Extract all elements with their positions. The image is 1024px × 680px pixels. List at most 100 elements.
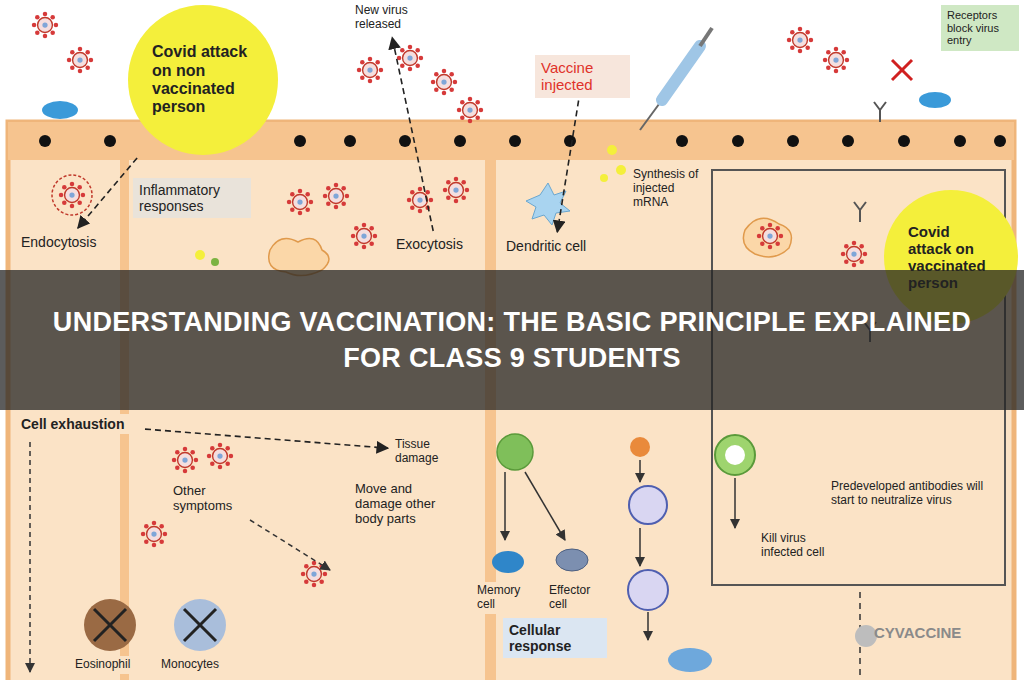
membrane-dot <box>732 135 744 147</box>
cross-mark <box>94 609 126 641</box>
watermark-text: CYVACCINE <box>874 624 961 641</box>
arrow <box>639 528 641 566</box>
arrow <box>504 472 506 540</box>
process-label: Predeveloped antibodies will start to ne… <box>828 478 1000 510</box>
node-text: Vaccine injected <box>541 59 624 94</box>
macrophage <box>743 218 791 257</box>
t-cell <box>629 486 667 524</box>
node-text: Endocytosis <box>21 234 111 250</box>
virus <box>141 521 167 547</box>
cross-mark <box>184 609 216 641</box>
connector-arrow <box>145 429 388 448</box>
cross-mark <box>94 609 126 641</box>
process-label: Cell exhaustion <box>18 414 142 434</box>
membrane-dot <box>842 135 854 147</box>
membrane-dot <box>399 135 411 147</box>
response-box: Cellular response <box>503 618 607 658</box>
cell-label: Eosinophil <box>72 656 152 674</box>
process-label: Other symptoms <box>170 482 252 516</box>
node-text: New virus released <box>355 4 421 32</box>
connector-arrow <box>392 38 433 231</box>
virus <box>787 27 813 53</box>
membrane-dot <box>994 135 1006 147</box>
killer-cell-core <box>725 445 745 465</box>
virus <box>757 223 783 249</box>
antibody <box>854 202 866 222</box>
cell-label: Monocytes <box>158 656 242 674</box>
process-label: Tissue damage <box>392 436 476 468</box>
antigen-cell <box>630 437 650 457</box>
cross-mark <box>184 609 216 641</box>
arrow <box>647 612 649 640</box>
virus <box>357 57 383 83</box>
mrna-particle <box>616 165 626 175</box>
node-text: Predeveloped antibodies will start to ne… <box>831 480 997 508</box>
node-text: Cellular response <box>509 622 601 654</box>
node-text: Synthesis of injected mRNA <box>633 168 707 209</box>
blocked-entry <box>892 60 951 108</box>
virus <box>301 561 327 587</box>
mrna-particle <box>600 174 608 182</box>
membrane-dot <box>898 135 910 147</box>
virus <box>207 443 233 469</box>
membrane-dot <box>509 135 521 147</box>
connector-arrow <box>557 101 578 233</box>
virus <box>823 47 849 73</box>
node-text: Dendritic cell <box>506 238 604 254</box>
process-label: Endocytosis <box>18 232 114 252</box>
syringe-barrel <box>662 46 700 100</box>
virus <box>59 182 85 208</box>
cell-label: Memory cell <box>474 582 540 614</box>
virus <box>457 97 483 123</box>
dashed-arrow <box>250 520 330 570</box>
cytokine <box>211 258 219 266</box>
node-text: Cell exhaustion <box>21 416 139 432</box>
block-cross <box>892 60 912 80</box>
arrow <box>734 478 736 528</box>
membrane-dot <box>676 135 688 147</box>
node-text: Inflammatory responses <box>139 182 245 214</box>
syringe <box>640 28 712 130</box>
membrane-dot <box>454 135 466 147</box>
arrow <box>525 472 565 540</box>
title-banner: UNDERSTANDING VACCINATION: THE BASIC PRI… <box>0 270 1024 410</box>
node-text: Effector cell <box>549 584 607 612</box>
node-text: Covid attack on non vaccinated person <box>152 43 254 117</box>
virus <box>172 447 198 473</box>
node-text: Receptors block virus entry <box>947 9 1013 47</box>
cytokine <box>195 250 205 260</box>
process-label: New virus released <box>352 2 424 34</box>
virus <box>323 183 349 209</box>
process-label: Exocytosis <box>393 234 479 254</box>
watermark: CYVACCINE <box>868 624 961 641</box>
vaccine-box: Vaccine injected <box>535 55 630 98</box>
killer-cell <box>715 435 755 475</box>
banner-title: UNDERSTANDING VACCINATION: THE BASIC PRI… <box>32 304 992 377</box>
membrane-dot <box>564 135 576 147</box>
cell-label: Effector cell <box>546 582 610 614</box>
virus <box>32 12 58 38</box>
node-text: Other symptoms <box>173 484 249 514</box>
process-label: Move and damage other body parts <box>352 480 452 529</box>
virus <box>397 45 423 71</box>
membrane-dot <box>39 135 51 147</box>
effector-cell <box>556 549 588 571</box>
monocyte-cell <box>174 599 226 651</box>
node-text: Kill virus infected cell <box>761 532 851 560</box>
syringe-plunger <box>700 28 712 46</box>
process-label: Kill virus infected cell <box>758 530 854 562</box>
dashed-arrow <box>29 442 31 672</box>
node-text: Tissue damage <box>395 438 473 466</box>
membrane-dot <box>294 135 306 147</box>
plasma-cell <box>668 648 712 672</box>
connector-arrow <box>78 158 137 228</box>
endosome <box>52 175 92 215</box>
membrane-dot <box>787 135 799 147</box>
node-text: Exocytosis <box>396 236 476 252</box>
attack-circle: Covid attack on non vaccinated person <box>128 5 278 155</box>
b-cell <box>628 570 668 610</box>
response-box: Inflammatory responses <box>133 178 251 218</box>
memory-cell <box>492 551 524 573</box>
virus <box>841 241 867 267</box>
mrna-particle <box>607 145 617 155</box>
